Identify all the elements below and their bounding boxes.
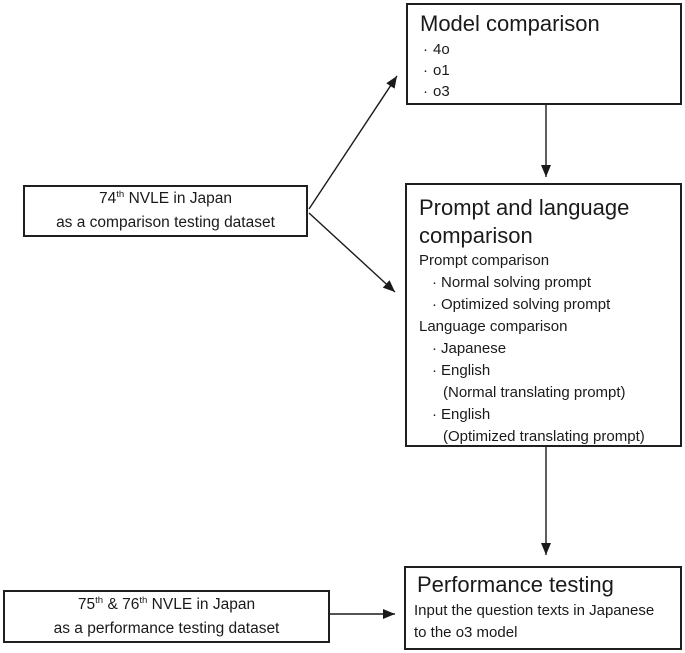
performance-dataset-box: 75th & 76th NVLE in Japan as a performan… [3,590,330,643]
prompt-language-title-line2: comparison [419,223,533,248]
model-item-label: 4o [433,41,450,58]
prompt-item-optimized: · Optimized solving prompt [419,294,676,316]
bullet-icon: · [423,62,428,79]
bullet-icon: · [432,406,437,423]
prompt-language-title-line1: Prompt and language [419,195,630,220]
prompt-item-label: Normal solving prompt [441,274,592,291]
language-comparison-heading: Language comparison [419,318,568,335]
ordinal-suffix: th [116,188,125,200]
arrow-comparison-dataset-to-model [308,75,398,210]
ordinal-suffix: th [139,594,148,606]
model-item-o1: · o1 [420,60,674,81]
model-item-o3: · o3 [420,81,674,102]
prompt-language-box: Prompt and language comparison Prompt co… [405,183,682,447]
language-item-label: English [441,406,491,423]
performance-testing-title: Performance testing [417,572,614,597]
comparison-dataset-box: 74th NVLE in Japan as a comparison testi… [23,185,308,237]
arrow-comparison-dataset-to-prompt [308,212,396,293]
model-item-label: o3 [433,83,450,100]
ordinal-suffix: th [95,594,104,606]
dataset-name: NVLE in Japan [147,595,256,613]
model-comparison-box: Model comparison · 4o · o1 · o3 [406,3,682,105]
performance-dataset-text: 75th & 76th NVLE in Japan as a performan… [5,592,328,641]
comparison-dataset-text: 74th NVLE in Japan as a comparison testi… [25,187,306,235]
model-item-label: o1 [433,62,450,79]
bullet-icon: · [423,41,428,58]
performance-body-line1: Input the question texts in Japanese [414,602,655,619]
prompt-item-normal: · Normal solving prompt [419,272,676,294]
performance-dataset-line1: 75th & 76th NVLE in Japan [5,593,328,617]
bullet-icon: · [432,274,437,291]
bullet-icon: · [432,296,437,313]
performance-dataset-line2: as a performance testing dataset [53,619,280,637]
bullet-icon: · [423,83,428,100]
model-item-4o: · 4o [420,39,674,60]
prompt-comparison-heading: Prompt comparison [419,252,550,269]
bullet-icon: · [432,362,437,379]
prompt-item-label: Optimized solving prompt [441,296,611,313]
language-item-japanese: · Japanese [419,338,676,360]
comparison-dataset-line2: as a comparison testing dataset [56,214,275,231]
dataset-number: 75 [77,595,96,613]
language-item-english-optimized-note: (Optimized translating prompt) [443,428,645,445]
model-comparison-title: Model comparison [420,11,600,36]
performance-testing-box: Performance testing Input the question t… [404,566,682,650]
language-item-english-optimized: · English [419,404,676,426]
language-item-english-normal: · English [419,360,676,382]
language-item-english-normal-note: (Normal translating prompt) [443,384,626,401]
language-item-label: Japanese [441,340,507,357]
performance-body-line2: to the o3 model [414,623,518,641]
language-item-label: English [441,362,491,379]
dataset-name: NVLE in Japan [124,190,232,207]
comparison-dataset-line1: 74th NVLE in Japan [25,187,306,211]
dataset-number: 74 [99,190,117,207]
dataset-number: & 76 [103,595,140,613]
bullet-icon: · [432,340,437,357]
